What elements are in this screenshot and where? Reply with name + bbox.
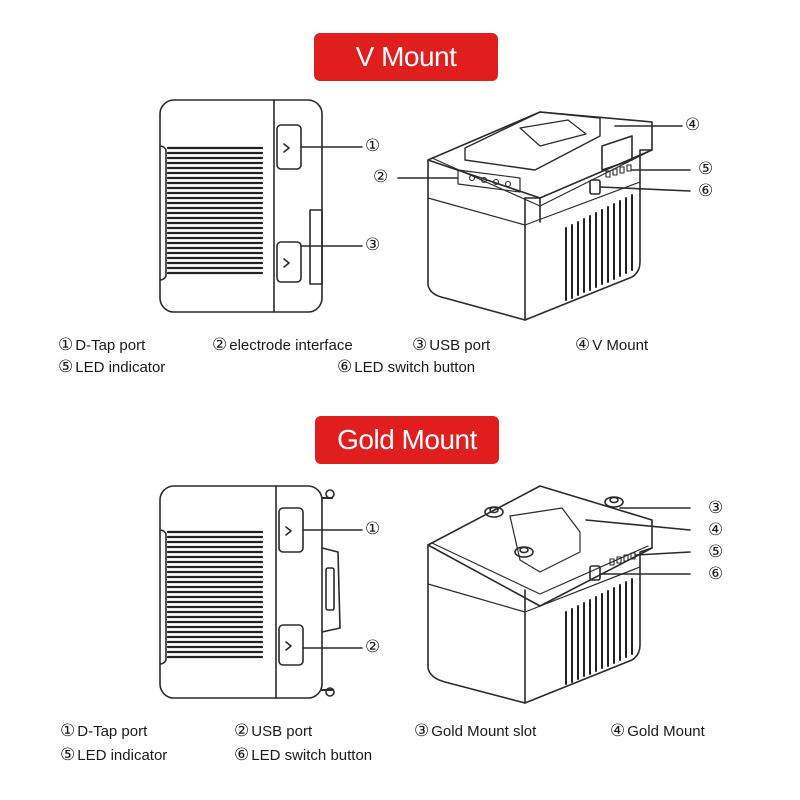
gold-legend-item: ④ Gold Mount: [610, 721, 705, 741]
v-led-window: [601, 135, 633, 171]
gold-led-indicator: [609, 552, 636, 566]
gold-legend-item: ① D-Tap port: [60, 721, 148, 741]
v-callout-1: ①: [365, 136, 381, 156]
v-callout-5: ⑤: [698, 159, 714, 179]
gold-mount-side-view: [159, 485, 363, 699]
v-3d-vent-grille: [565, 194, 633, 301]
gold-mount-plate: [509, 507, 581, 573]
v-mount-title: V Mount: [355, 41, 457, 72]
gold-callout-2: ②: [365, 637, 381, 657]
gold-side-mount-plate: [321, 547, 341, 633]
gold-3d-vent-grille: [565, 578, 633, 685]
v-mount-plate: [464, 111, 601, 171]
v-led-switch-button: [589, 179, 601, 195]
v-electrode-interface: [457, 169, 521, 193]
v-callout-4: ④: [685, 115, 701, 135]
gold-legend-item: ⑤ LED indicator: [60, 745, 168, 765]
gold-mount-title-banner: Gold Mount: [315, 416, 499, 464]
v-led-indicator: [605, 164, 632, 178]
v-callout-3: ③: [365, 235, 381, 255]
v-callout-2: ②: [373, 167, 389, 187]
gold-side-usb-port: [278, 624, 304, 666]
gold-callout-4: ④: [708, 520, 724, 540]
v-side-vent-grille: [166, 146, 264, 275]
v-callout-6: ⑥: [698, 181, 714, 201]
gold-led-switch-button: [589, 565, 601, 581]
gold-side-vent-grille: [166, 530, 264, 659]
v-mount-title-banner: V Mount: [314, 33, 498, 81]
gold-callout-6: ⑥: [708, 564, 724, 584]
v-legend-item: ③ USB port: [412, 335, 491, 355]
v-side-usb-port: [276, 241, 302, 283]
gold-mount-title: Gold Mount: [337, 424, 477, 455]
gold-callout-5: ⑤: [708, 542, 724, 562]
gold-mount-3d-view: [427, 485, 691, 704]
gold-callout-3: ③: [708, 498, 724, 518]
v-mount-3d-view: [397, 111, 691, 321]
v-mount-side-view: [159, 99, 363, 313]
gold-callout-1: ①: [365, 519, 381, 539]
